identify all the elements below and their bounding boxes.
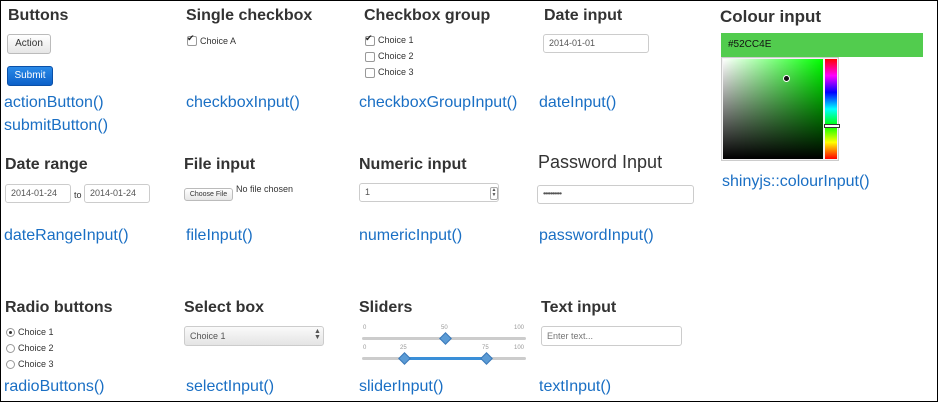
colour-input-field[interactable]: #52CC4E <box>721 33 923 57</box>
colour-picker-cursor-icon[interactable] <box>783 75 790 82</box>
colour-input-fn: shinyjs::colourInput() <box>722 173 870 190</box>
slider2-low-label: 25 <box>400 345 407 351</box>
numeric-input-field[interactable]: 1 <box>359 183 499 202</box>
sliders-title: Sliders <box>359 299 413 316</box>
date-range-fn: dateRangeInput() <box>4 227 129 244</box>
colour-input-title: Colour input <box>720 7 822 26</box>
radio-label-1: Choice 1 <box>18 327 54 337</box>
checkbox-group-item-2[interactable] <box>365 52 375 62</box>
checkbox-input-fn: checkboxInput() <box>186 94 300 111</box>
radio-buttons-title: Radio buttons <box>5 299 113 316</box>
checkbox-group-item-1[interactable] <box>365 33 375 46</box>
radio-label-2: Choice 2 <box>18 343 54 353</box>
date-input-fn: dateInput() <box>539 94 617 111</box>
buttons-title: Buttons <box>8 7 69 24</box>
submit-button-fn: submitButton() <box>4 117 109 134</box>
slider-input-fn: sliderInput() <box>359 378 444 395</box>
checkbox-group-label-2: Choice 2 <box>378 51 414 61</box>
action-button[interactable]: Action <box>7 34 51 54</box>
date-range-end[interactable]: 2014-01-24 <box>84 184 150 203</box>
radio-item-2[interactable] <box>6 344 15 353</box>
radio-label-3: Choice 3 <box>18 359 54 369</box>
date-input-title: Date input <box>544 7 623 24</box>
date-range-title: Date range <box>5 156 88 173</box>
date-range-separator: to <box>74 190 82 200</box>
single-checkbox-label: Choice A <box>200 36 237 46</box>
numeric-input-fn: numericInput() <box>359 227 463 244</box>
select-input-fn: selectInput() <box>186 378 275 395</box>
file-input-title: File input <box>184 156 256 173</box>
password-input-fn: passwordInput() <box>539 227 654 244</box>
choose-file-button[interactable]: Choose File <box>184 188 233 201</box>
slider2-high-label: 75 <box>482 345 489 351</box>
submit-button[interactable]: Submit <box>7 66 53 86</box>
colour-hue-handle-icon[interactable] <box>824 124 840 128</box>
checkbox-group-title: Checkbox group <box>364 7 491 24</box>
numeric-input-title: Numeric input <box>359 156 467 173</box>
slider1-value-label: 50 <box>441 325 448 331</box>
file-input-status: No file chosen <box>236 184 294 194</box>
text-input-fn: textInput() <box>539 378 612 395</box>
text-input-field[interactable] <box>541 326 682 346</box>
text-input-title: Text input <box>541 299 617 316</box>
slider1-min-label: 0 <box>363 325 367 331</box>
action-button-fn: actionButton() <box>4 94 104 111</box>
select-box[interactable]: Choice 1 <box>184 326 324 346</box>
slider2-selected-range <box>403 357 485 360</box>
checkbox-group-fn: checkboxGroupInput() <box>359 94 518 111</box>
single-checkbox-title: Single checkbox <box>186 7 313 24</box>
select-arrows-icon: ▲▼ <box>314 328 321 341</box>
checkbox-group-label-1: Choice 1 <box>378 35 414 45</box>
slider2-max-label: 100 <box>514 345 525 351</box>
slider1-max-label: 100 <box>514 325 525 331</box>
file-input-fn: fileInput() <box>186 227 253 244</box>
date-input-field[interactable]: 2014-01-01 <box>543 34 649 53</box>
password-input-field[interactable]: •••••••••• <box>537 185 694 204</box>
date-range-start[interactable]: 2014-01-24 <box>5 184 71 203</box>
password-input-title: Password Input <box>538 152 663 172</box>
single-checkbox[interactable] <box>187 33 197 46</box>
radio-item-1[interactable] <box>6 328 15 337</box>
colour-saturation-area[interactable] <box>723 59 823 159</box>
numeric-spinner-icon[interactable]: ▲▼ <box>490 187 498 200</box>
radio-item-3[interactable] <box>6 360 15 369</box>
slider2-min-label: 0 <box>363 345 367 351</box>
checkbox-group-label-3: Choice 3 <box>378 67 414 77</box>
select-box-title: Select box <box>184 299 265 316</box>
radio-buttons-fn: radioButtons() <box>4 378 105 395</box>
colour-hue-slider[interactable] <box>825 59 837 159</box>
checkbox-group-item-3[interactable] <box>365 68 375 78</box>
